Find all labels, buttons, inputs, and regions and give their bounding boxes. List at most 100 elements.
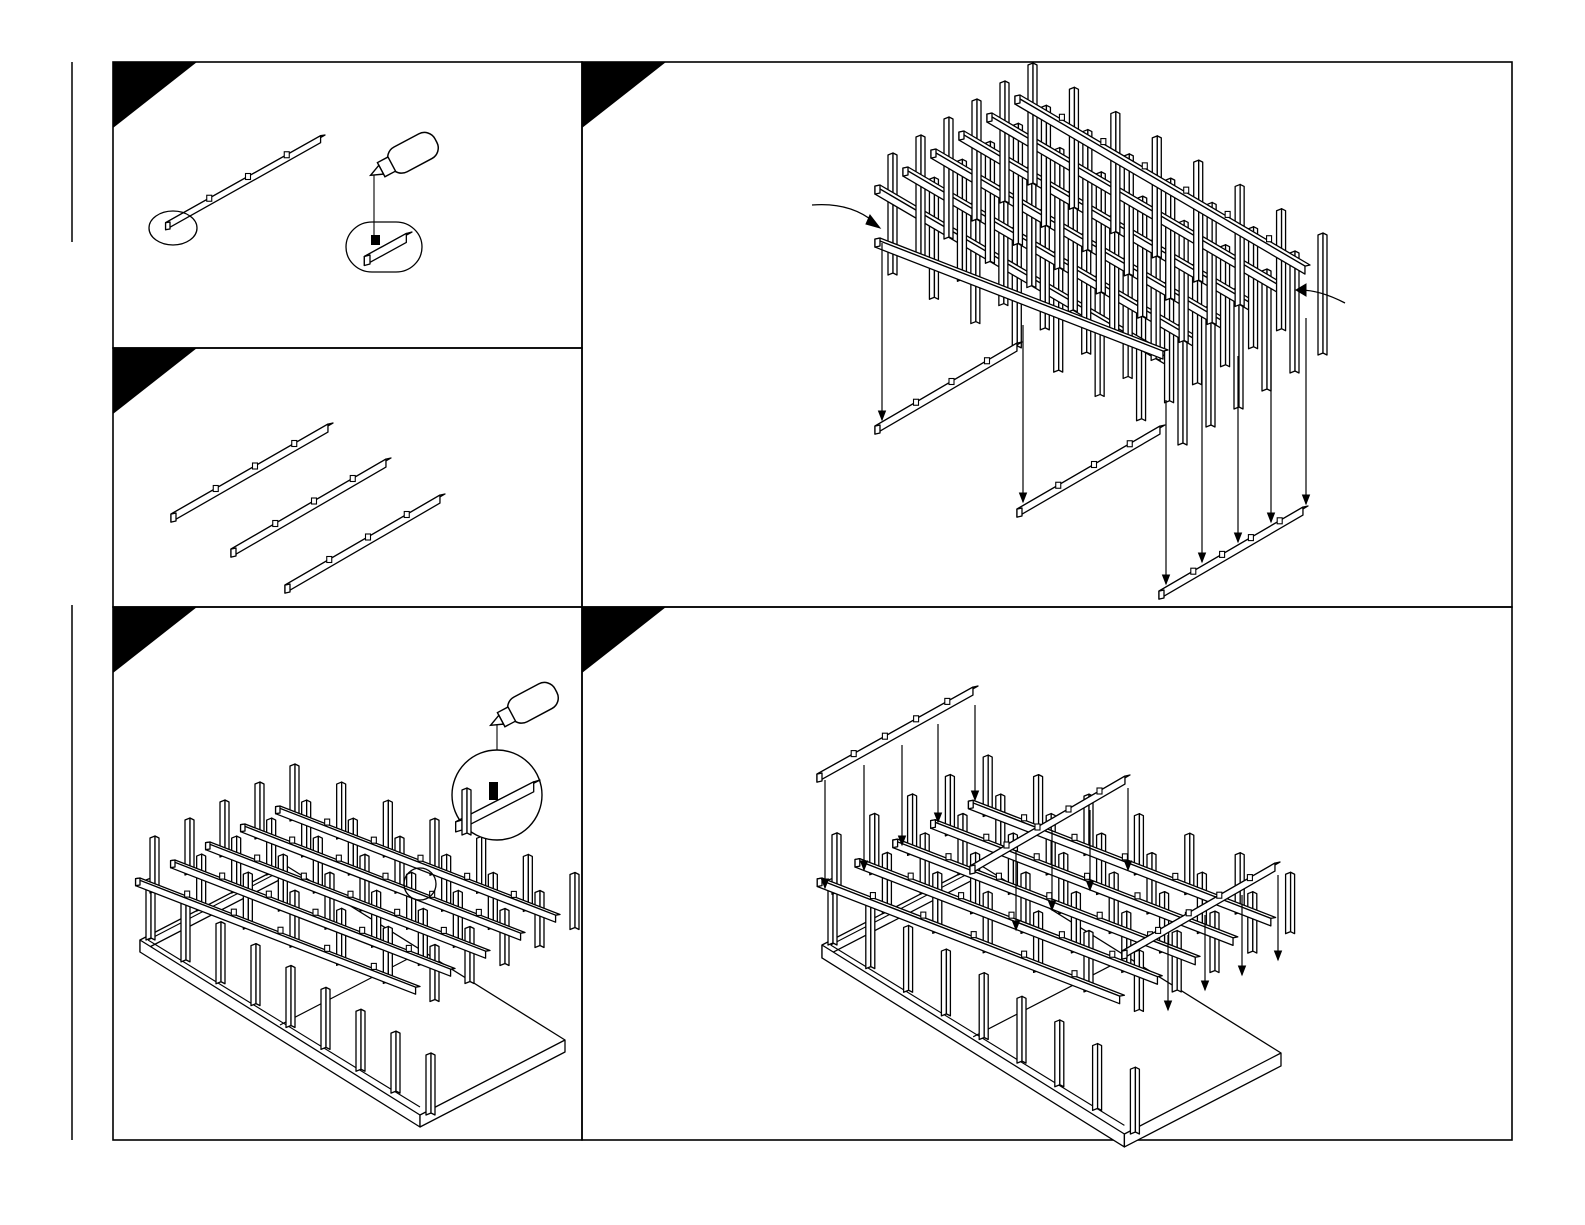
rail-notch <box>985 358 990 364</box>
rail-notch <box>395 909 400 915</box>
rail-notch <box>207 195 212 201</box>
rail-notch <box>185 891 190 897</box>
rail-notch <box>1097 912 1102 918</box>
post-row <box>1134 950 1143 1011</box>
post-front <box>356 1009 365 1071</box>
rail-notch <box>1135 893 1140 899</box>
down-arrow <box>1163 400 1170 584</box>
rail-notch <box>959 893 964 899</box>
rail-notch <box>1142 163 1147 169</box>
rail-notch <box>908 873 913 879</box>
post-front <box>1130 1067 1139 1134</box>
rail-notch <box>292 441 297 447</box>
step-tab-2 <box>113 348 197 414</box>
post-grid <box>1028 63 1037 185</box>
rail-notch <box>371 963 376 969</box>
rail-notch <box>984 834 989 840</box>
rail-notch <box>278 927 283 933</box>
rail-notch <box>511 891 516 897</box>
arrow-head <box>1303 495 1310 504</box>
post-row <box>1210 911 1219 972</box>
panel-frame-2 <box>113 348 582 607</box>
rail-notch <box>1022 815 1027 821</box>
panel-top-crossbars <box>817 686 1295 1147</box>
rail-notch <box>945 698 950 704</box>
post-front <box>866 902 875 969</box>
rail-notch <box>1220 551 1225 557</box>
rail-notch <box>253 463 258 469</box>
down-arrow <box>935 724 942 822</box>
rail-notch <box>336 855 341 861</box>
rail-notch <box>870 893 875 899</box>
post-grid <box>1069 87 1078 209</box>
rail-notch <box>348 891 353 897</box>
rail-notch <box>383 873 388 879</box>
rail-notch <box>350 476 355 482</box>
post-grid <box>1235 184 1244 306</box>
rail-notch <box>404 512 409 518</box>
arrow-head <box>1020 493 1027 502</box>
post-front <box>904 925 913 992</box>
post-front <box>1093 1044 1102 1111</box>
down-arrow <box>899 745 906 845</box>
rail-notch <box>325 945 330 951</box>
post-grid <box>972 99 981 221</box>
rail-notch <box>1127 441 1132 447</box>
post-grid <box>1111 112 1120 234</box>
post-grid <box>888 153 897 275</box>
rail-notch <box>465 873 470 879</box>
rail-notch <box>1186 910 1191 916</box>
detail-post <box>462 788 471 835</box>
rail-notch <box>213 486 218 492</box>
rail-notch <box>946 854 951 860</box>
rail-notch <box>246 174 251 180</box>
glue-bottle-icon <box>484 678 562 737</box>
top-crossbar-1 <box>817 686 978 782</box>
step-tab-3 <box>113 607 197 673</box>
down-arrow <box>879 243 886 420</box>
rail-notch <box>1072 834 1077 840</box>
rail-notch <box>1184 187 1189 193</box>
rail-notch <box>851 751 856 757</box>
rail-notch <box>441 927 446 933</box>
panel-glue-slot <box>149 128 442 272</box>
rail-notch <box>290 837 295 843</box>
post-front <box>181 900 190 962</box>
glue-bottle-icon <box>364 128 442 187</box>
step-tab-5 <box>582 607 666 673</box>
rail-notch <box>914 399 919 405</box>
rail-notch <box>882 733 887 739</box>
post-grid <box>944 117 953 239</box>
arrow-head <box>1199 553 1206 562</box>
rail-notch <box>921 912 926 918</box>
glue-slot <box>371 235 380 245</box>
rail-notch <box>406 945 411 951</box>
post-grid <box>1194 160 1203 282</box>
rail-notch <box>1101 139 1106 145</box>
detail-circle-left <box>149 211 197 245</box>
rail-notch <box>231 909 236 915</box>
rail-notch <box>1173 873 1178 879</box>
rail-notch <box>1247 875 1252 881</box>
rail-notch <box>1004 842 1009 848</box>
rail-notch <box>1056 482 1061 488</box>
post-front <box>216 922 225 984</box>
rail-notch <box>1009 912 1014 918</box>
panel-frames <box>113 62 1512 1140</box>
rail-notch <box>301 873 306 879</box>
rail-notch <box>1066 806 1071 812</box>
rail-notch <box>949 379 954 385</box>
arrow-head <box>1268 513 1275 522</box>
arrow-head <box>879 411 886 420</box>
arrow-head <box>1275 951 1282 960</box>
bottom-rail-2 <box>1017 425 1165 517</box>
curved-arrow-left <box>812 205 880 228</box>
rail-notch <box>284 152 289 158</box>
post-grid <box>1152 136 1161 258</box>
arrow-head <box>1239 966 1246 975</box>
rail-notch <box>996 873 1001 879</box>
glue-slot <box>489 782 498 800</box>
rail-notch <box>914 716 919 722</box>
down-arrow <box>822 780 829 888</box>
